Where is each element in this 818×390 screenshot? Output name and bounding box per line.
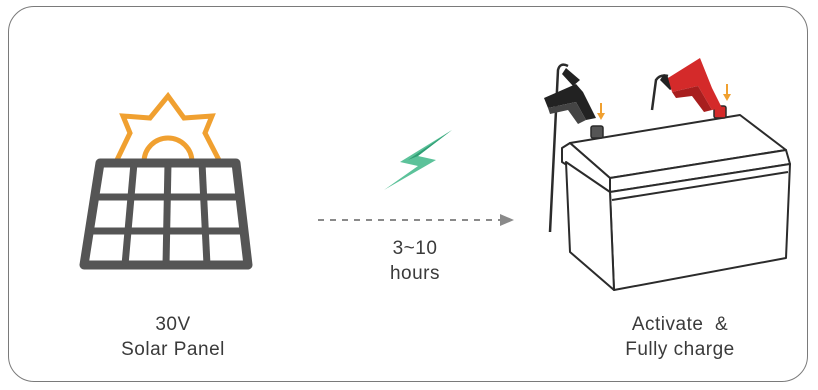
charge-time-caption: 3~10 hours [345,236,485,286]
red-clamp-icon [652,58,722,112]
solar-panel-voltage: 30V [78,312,268,337]
solar-panel-label: Solar Panel [78,337,268,362]
charge-duration: 3~10 [345,236,485,261]
transfer-arrow [318,214,514,226]
negative-terminal [591,126,603,138]
battery-icon [562,115,790,290]
battery-caption: Activate & Fully charge [580,312,780,362]
solar-panel-caption: 30V Solar Panel [78,312,268,362]
sun-icon [116,96,220,162]
charge-duration-unit: hours [345,261,485,286]
lightning-bolt-icon [384,130,452,190]
solar-panel-icon [84,163,248,265]
battery-caption-line1: Activate & [580,312,780,337]
battery-caption-line2: Fully charge [580,337,780,362]
